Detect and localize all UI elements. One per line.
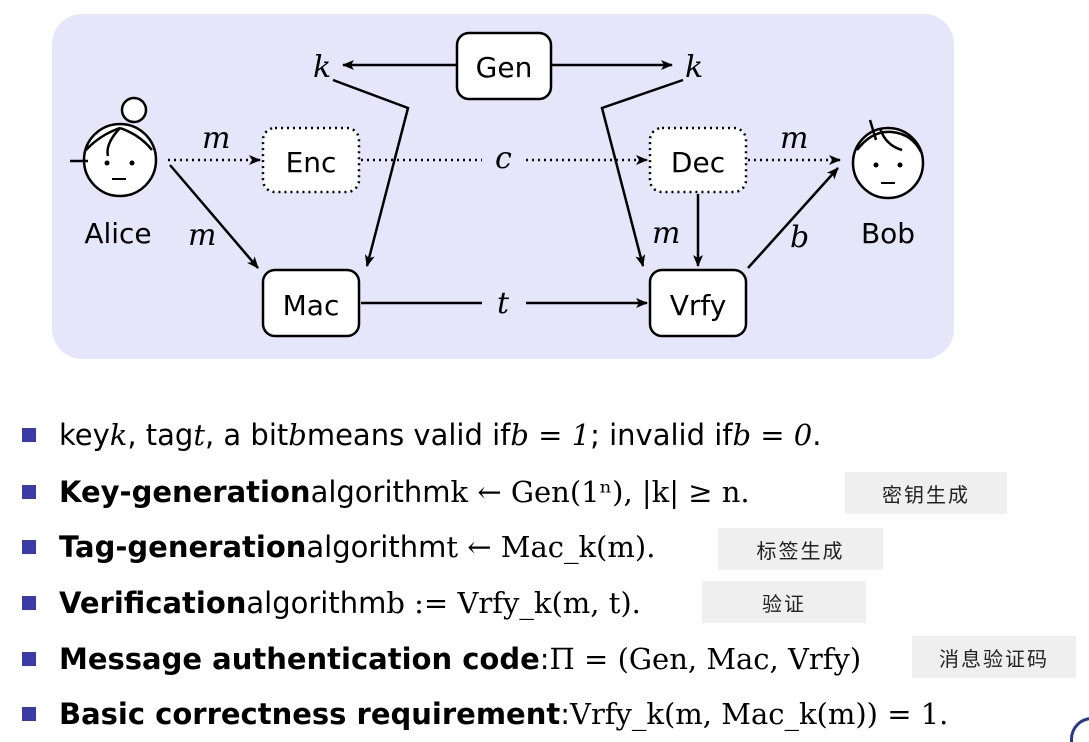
c-label: c xyxy=(495,141,512,176)
mac-node: Mac xyxy=(261,268,361,338)
t-label: t xyxy=(497,286,510,321)
enc-node: Enc xyxy=(261,126,361,194)
m-alice-enc-label: m xyxy=(202,121,230,156)
dec-node: Dec xyxy=(648,126,748,194)
alice-to-mac-arrow xyxy=(169,164,259,269)
m-dec-vrfy-label: m xyxy=(652,216,680,251)
enc-label: Enc xyxy=(286,146,337,179)
bob-label: Bob xyxy=(861,217,915,250)
gen-label: Gen xyxy=(476,51,533,84)
alice-face-icon xyxy=(70,96,158,198)
gen-node: Gen xyxy=(455,31,553,101)
m-dec-bob-label: m xyxy=(780,121,808,156)
k-right-label: k xyxy=(685,50,703,85)
bob-face-icon xyxy=(851,119,925,200)
vrfy-node: Vrfy xyxy=(648,268,748,338)
mac-label: Mac xyxy=(283,289,340,322)
k-to-mac-arrow xyxy=(332,78,410,267)
alice-label: Alice xyxy=(84,217,151,250)
k-left-label: k xyxy=(313,50,331,85)
dec-label: Dec xyxy=(671,146,725,179)
m-alice-mac-label: m xyxy=(188,218,216,253)
k-to-vrfy-arrow xyxy=(600,78,684,267)
vrfy-to-bob-arrow xyxy=(747,167,839,269)
vrfy-label: Vrfy xyxy=(670,289,727,322)
b-label: b xyxy=(790,220,809,255)
